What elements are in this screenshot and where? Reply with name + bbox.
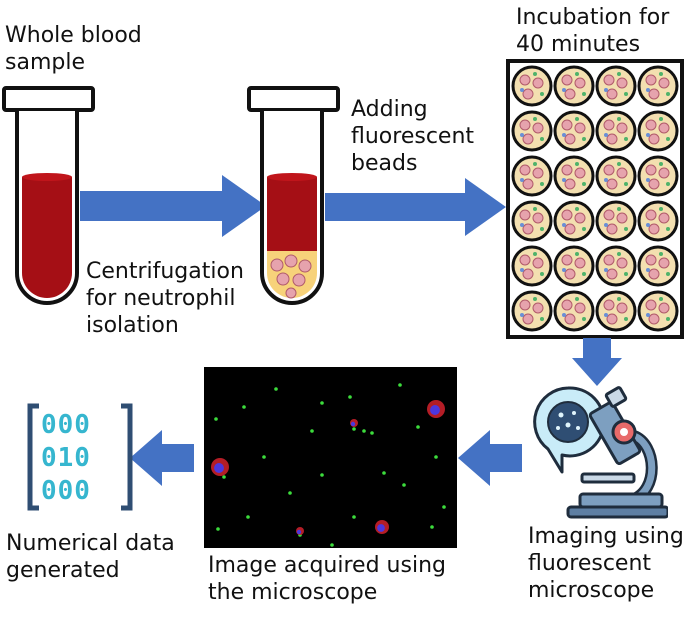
fluorescent-bead: [434, 455, 438, 459]
well: [637, 290, 679, 332]
fluorescent-bead: [246, 515, 250, 519]
fluorescent-bead: [242, 405, 246, 409]
well: [553, 290, 595, 332]
well: [511, 290, 553, 332]
fluorescent-bead: [370, 431, 374, 435]
fluorescent-bead: [362, 429, 366, 433]
well: [595, 65, 637, 107]
fluorescent-bead: [262, 455, 266, 459]
microscope-icon: [528, 382, 668, 522]
binary-row: 000: [41, 476, 91, 506]
fluorescent-bead: [288, 491, 292, 495]
numerical-data-label: Numerical data generated: [6, 531, 175, 583]
well: [553, 65, 595, 107]
fluorescent-bead: [222, 475, 226, 479]
arrow-right-1: [80, 175, 270, 237]
whole-blood-sample-label: Whole blood sample: [5, 23, 142, 75]
well: [553, 155, 595, 197]
adding-beads-label: Adding fluorescent beads: [351, 97, 475, 176]
fluorescent-bead: [320, 473, 324, 477]
binary-row: 000: [41, 410, 91, 440]
well: [637, 155, 679, 197]
fluorescent-bead: [402, 483, 406, 487]
arrow-right-2: [325, 178, 510, 236]
well: [637, 110, 679, 152]
microscope-image: [204, 367, 457, 548]
well-plate-icon: [505, 58, 685, 340]
fluorescent-bead: [416, 425, 420, 429]
arrow-left-1: [458, 430, 522, 486]
fluorescent-bead: [382, 471, 386, 475]
well: [637, 245, 679, 287]
arrow-down: [572, 338, 622, 386]
image-acquired-label: Image acquired using the microscope: [208, 553, 446, 605]
fluorescent-bead: [216, 527, 220, 531]
binary-rows: 000 010 000: [41, 409, 121, 508]
fluorescent-bead: [310, 429, 314, 433]
cell-nucleus: [430, 405, 440, 415]
well: [595, 200, 637, 242]
whole-blood-tube-icon: [0, 85, 100, 310]
fluorescent-bead: [348, 395, 352, 399]
well: [595, 245, 637, 287]
arrow-left-2: [130, 430, 194, 486]
well: [637, 200, 679, 242]
centrifuged-tube-icon: [245, 85, 345, 310]
binary-data-icon: 000 010 000: [25, 403, 135, 513]
well: [637, 65, 679, 107]
cell-nucleus: [214, 463, 224, 473]
cell-nucleus: [296, 529, 302, 535]
fluorescent-bead: [320, 401, 324, 405]
fluorescent-bead: [352, 427, 356, 431]
well: [595, 155, 637, 197]
fluorescent-bead: [352, 515, 356, 519]
binary-row: 010: [41, 443, 91, 473]
centrifugation-label: Centrifugation for neutrophil isolation: [86, 259, 244, 338]
well: [595, 290, 637, 332]
fluorescent-bead: [398, 383, 402, 387]
well: [553, 245, 595, 287]
well: [511, 200, 553, 242]
well: [553, 200, 595, 242]
cell-nucleus: [350, 421, 356, 427]
fluorescent-bead: [274, 387, 278, 391]
fluorescent-bead: [330, 543, 334, 547]
well: [511, 245, 553, 287]
incubation-label: Incubation for 40 minutes: [516, 5, 670, 57]
well: [595, 110, 637, 152]
fluorescent-bead: [442, 505, 446, 509]
cell-nucleus: [377, 524, 385, 532]
well: [511, 110, 553, 152]
fluorescent-bead: [214, 417, 218, 421]
well: [511, 65, 553, 107]
well: [511, 155, 553, 197]
imaging-label: Imaging using fluorescent microscope: [528, 524, 684, 603]
fluorescent-bead: [430, 525, 434, 529]
well: [553, 110, 595, 152]
